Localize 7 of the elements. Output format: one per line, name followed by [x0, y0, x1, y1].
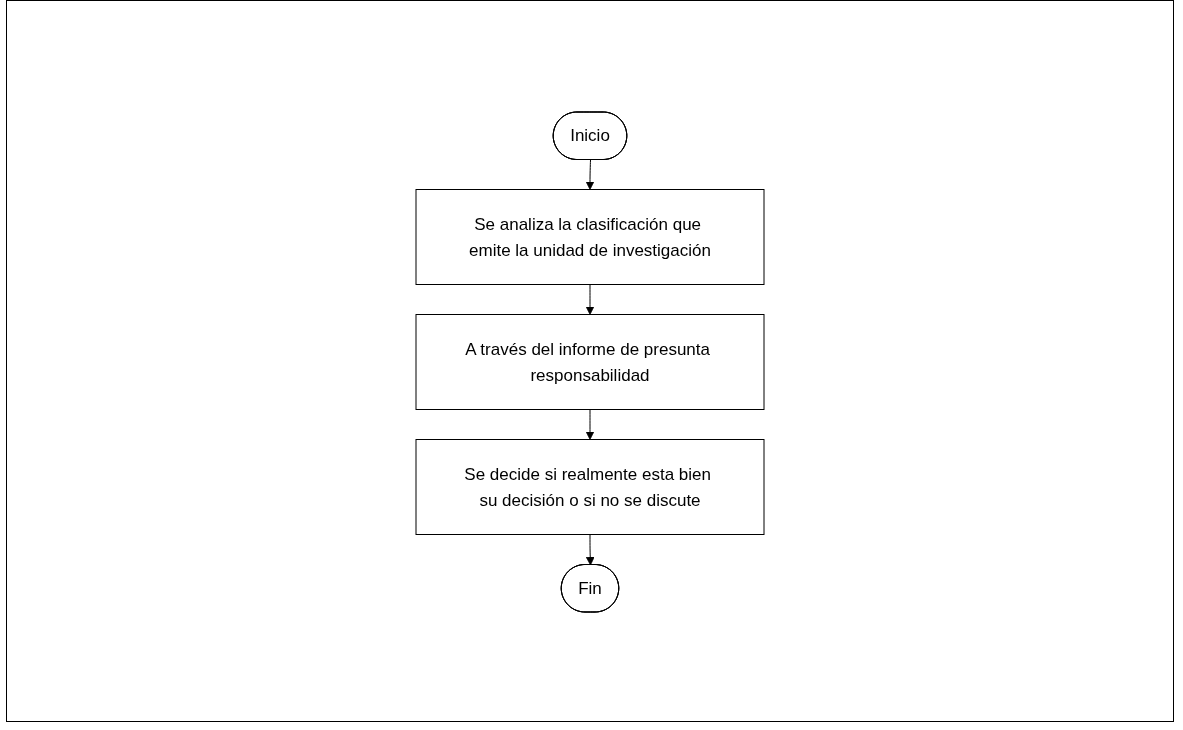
node-box: A través del informe de presunta responsabilidad: [415, 314, 765, 410]
node-box: Se analiza la clasificación que emite la unidad de investigación: [415, 189, 765, 285]
node-box: Se decide si realmente esta bien su decisión o si no se discute: [415, 439, 765, 535]
arrow: [585, 159, 595, 190]
arrow: [585, 284, 595, 315]
arrow: [585, 409, 595, 440]
arrow: [585, 534, 595, 566]
